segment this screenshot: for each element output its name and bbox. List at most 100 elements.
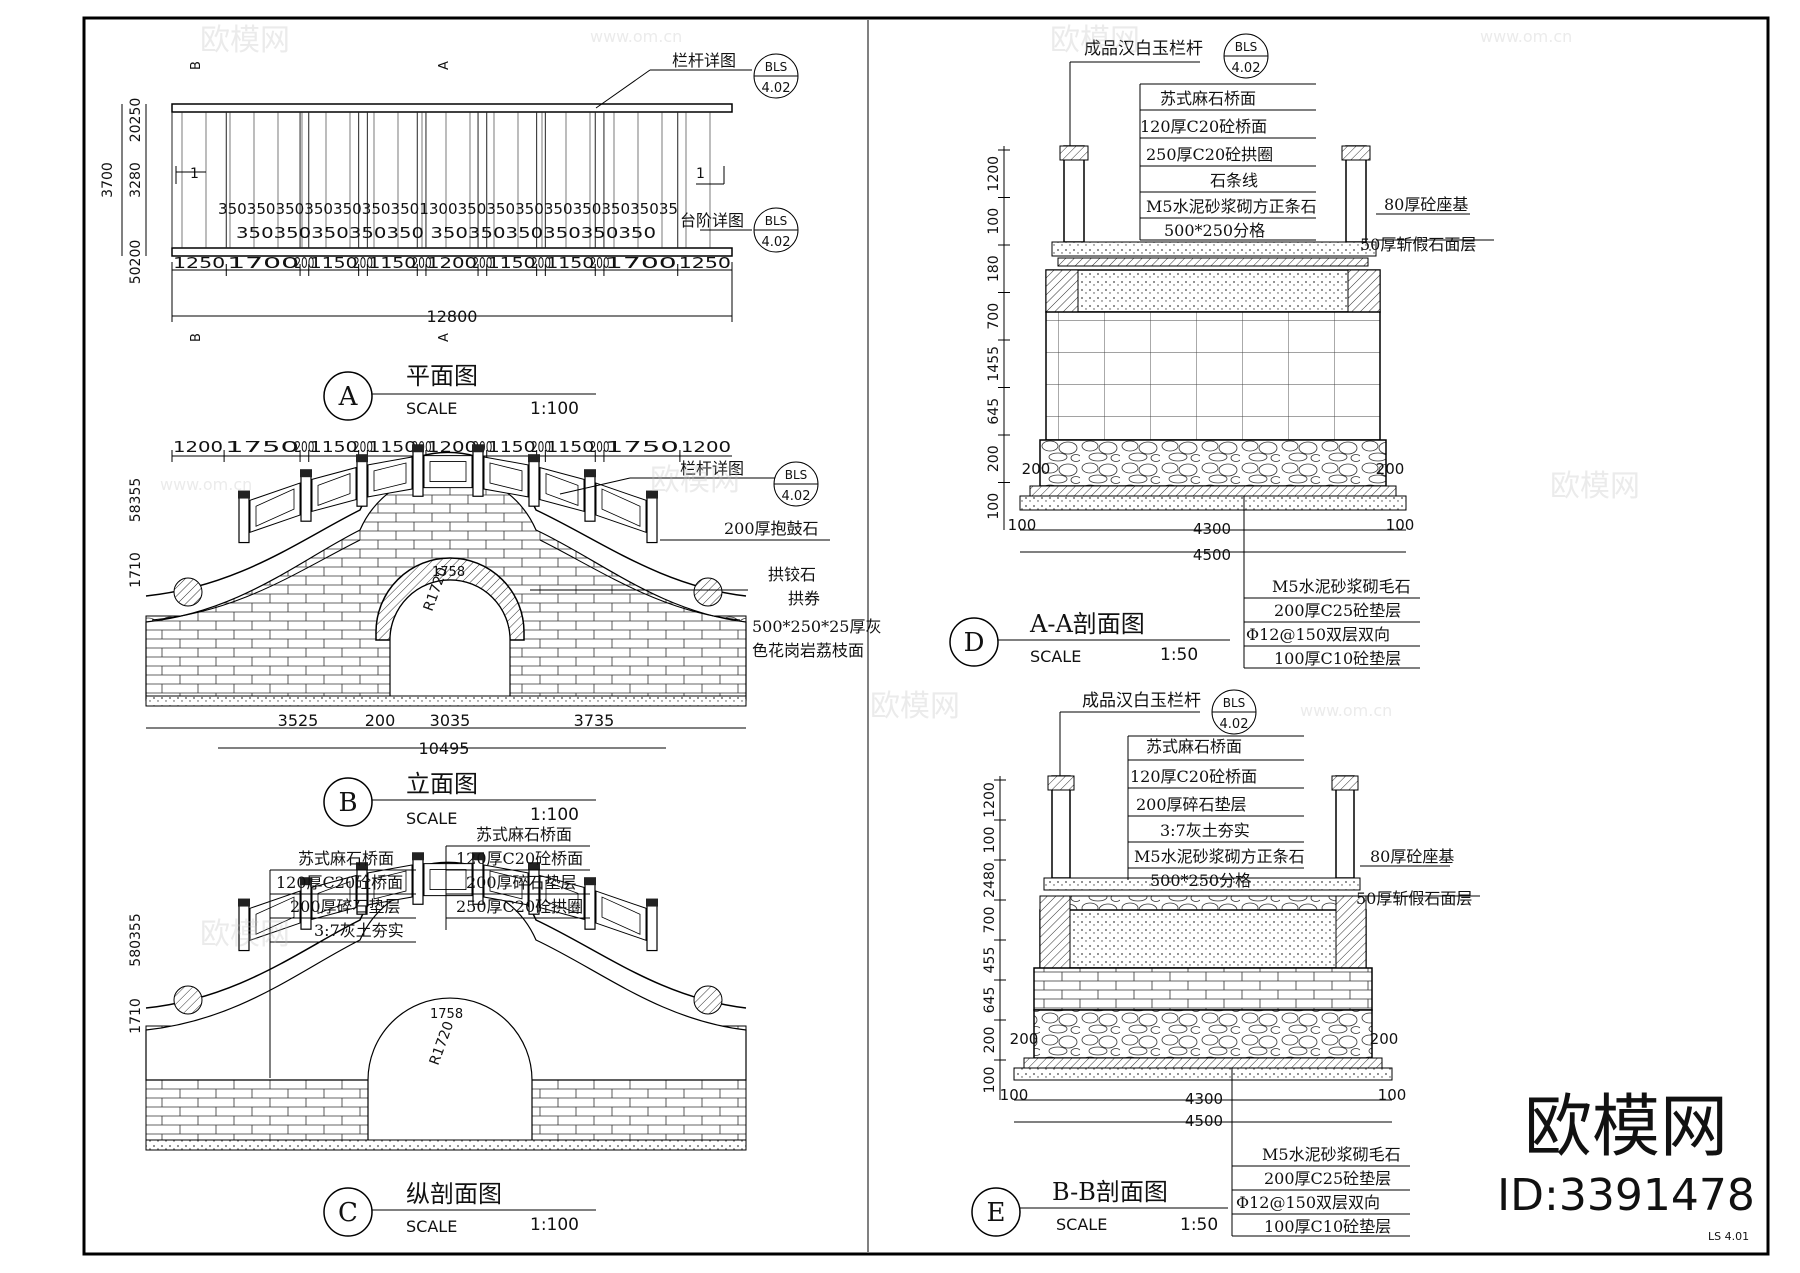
bb-total-dim: 4500: [1185, 1112, 1223, 1130]
bb-bottom-dim-1: 100: [1000, 1086, 1029, 1104]
aa-top-label: 成品汉白玉栏杆: [1084, 39, 1203, 59]
bb-side-dim-2: 200: [1370, 1030, 1399, 1048]
sheet-code: LS 4.01: [1708, 1230, 1749, 1243]
railing-post: [412, 449, 424, 497]
aa-right-label-2: 50厚斩假石面层: [1360, 235, 1476, 254]
railing-panel: [249, 890, 301, 941]
watermark-10: www.om.cn: [1300, 701, 1392, 720]
sect-left-label-2: 120厚C20砼桥面: [276, 873, 403, 892]
railing-post: [238, 495, 250, 544]
elev-detail-ref-bottom: 4.02: [782, 489, 811, 504]
railing-panel-inset: [373, 870, 407, 900]
sheet-border: [82, 16, 1770, 1256]
bb-left-dim: 200: [982, 1027, 998, 1054]
railing-post-cap: [528, 454, 540, 463]
elev-top-dim: 200: [531, 438, 551, 456]
bb-layer-1: 苏式麻石桥面: [1146, 737, 1242, 756]
aa-left-dim: 645: [986, 398, 1002, 425]
bb-left-dim: 455: [982, 947, 998, 974]
plan-step-dims-2: 350350350350350 350350350350350350: [236, 224, 656, 242]
bb-right-label-1: 80厚砼座基: [1370, 847, 1454, 866]
railing-post: [356, 459, 368, 507]
bb-base-label-1: M5水泥砂浆砌毛石: [1262, 1145, 1401, 1164]
elev-top-dim: 1150: [310, 438, 358, 456]
bb-layer-3: 200厚碎石垫层: [1136, 795, 1247, 814]
view-c-title: 纵剖面图: [406, 1180, 502, 1208]
sect-left-label-1: 苏式麻石桥面: [298, 849, 394, 868]
railing-post-cap: [646, 490, 658, 499]
view-a-title: 平面图: [406, 362, 478, 390]
plan-segment-dim: 1150: [488, 254, 536, 272]
bb-layer-2: 120厚C20砼桥面: [1130, 767, 1257, 786]
view-a-scale: 1:100: [530, 399, 579, 419]
elev-bottom-dim-3: 3035: [430, 711, 471, 730]
railing-post: [528, 459, 540, 507]
watermark-6: 欧模网: [200, 917, 290, 952]
sect-left-dim-2: 1710: [128, 998, 144, 1034]
plan-segment-dim: 200: [353, 254, 373, 272]
railing-post: [472, 449, 484, 497]
plan-segment-dim: 200: [472, 254, 492, 272]
elev-left-dim-2: 1710: [128, 552, 144, 588]
railing-panel-inset: [489, 870, 523, 900]
railing-panel: [423, 455, 473, 489]
bb-left-dim: 100: [982, 827, 998, 854]
view-e-section-bb: 成品汉白玉栏杆 BLS 4.02 苏式麻石桥面 120厚C20砼桥面 200厚碎…: [971, 689, 1480, 1237]
elev-bottom-dim-2: 200: [365, 711, 396, 730]
aa-left-dim: 1200: [986, 156, 1002, 192]
railing-panel-inset: [317, 473, 351, 506]
plan-callout-railing: 栏杆详图: [672, 51, 736, 70]
aa-left-dim: 1455: [986, 346, 1002, 382]
aa-detail-ref-top: BLS: [1235, 40, 1258, 54]
railing-post-cap: [356, 454, 368, 463]
railing-panel: [311, 874, 357, 921]
railing-post-cap: [412, 852, 424, 861]
elev-top-dim: 1750: [225, 438, 299, 456]
railing-post: [412, 857, 424, 905]
railing-post-cap: [356, 862, 368, 871]
railing-panel-inset: [373, 462, 407, 492]
sect-left-label-3: 200厚碎石垫层: [290, 897, 401, 916]
section-marker-b-bottom: B: [189, 333, 204, 342]
aa-side-dim-2: 200: [1376, 460, 1405, 478]
railing-post-cap: [238, 490, 250, 499]
railing-panel: [423, 863, 473, 897]
elev-detail-ref-top: BLS: [785, 468, 808, 482]
aa-base-label-1: M5水泥砂浆砌毛石: [1272, 577, 1411, 596]
railing-post: [300, 474, 312, 522]
view-d-letter: D: [964, 628, 985, 658]
bb-right-label-2: 50厚斩假石面层: [1356, 889, 1472, 908]
view-c-scale: 1:100: [530, 1215, 579, 1235]
elev-top-dim: 1200: [427, 438, 477, 456]
section-marker-a-bottom: A: [437, 333, 452, 342]
view-b-title: 立面图: [406, 770, 478, 798]
aa-right-label-1: 80厚砼座基: [1384, 195, 1468, 214]
bb-detail-ref-top: BLS: [1223, 696, 1246, 710]
plan-segment-dim: 200: [531, 254, 551, 272]
plan-callout-steps: 台阶详图: [680, 211, 744, 230]
aa-detail-ref-bottom: 4.02: [1232, 61, 1261, 76]
elev-label-granite-2: 色花岗岩荔枝面: [752, 641, 864, 660]
elev-label-granite-1: 500*250*25厚灰: [752, 617, 881, 636]
bb-top-label: 成品汉白玉栏杆: [1082, 691, 1201, 711]
bb-base-label-3: Φ12@150双层双向: [1236, 1193, 1380, 1212]
railing-post-cap: [528, 862, 540, 871]
railing-panel-inset: [601, 488, 641, 527]
watermark-4: 欧模网: [1550, 469, 1640, 504]
aa-layer-5: M5水泥砂浆砌方正条石: [1146, 197, 1317, 216]
aa-base-label-2: 200厚C25砼垫层: [1274, 601, 1401, 620]
brand-id: ID:3391478: [1497, 1170, 1755, 1221]
watermark-1: 欧模网: [200, 23, 290, 58]
view-d-scale: 1:50: [1160, 645, 1198, 665]
elev-top-dim: 200: [353, 438, 373, 456]
view-b-elevation: 1200175020011502001150200120020011502001…: [128, 438, 881, 828]
aa-total-dim: 4500: [1193, 546, 1231, 564]
aa-side-dim-1: 200: [1022, 460, 1051, 478]
view-e-title: B-B剖面图: [1052, 1178, 1168, 1206]
railing-post-cap: [238, 898, 250, 907]
view-c-letter: C: [338, 1198, 358, 1228]
aa-layer-4: 石条线: [1210, 171, 1258, 190]
bb-layer-4: 3:7灰土夯实: [1160, 821, 1250, 840]
view-a-letter: A: [338, 382, 359, 412]
